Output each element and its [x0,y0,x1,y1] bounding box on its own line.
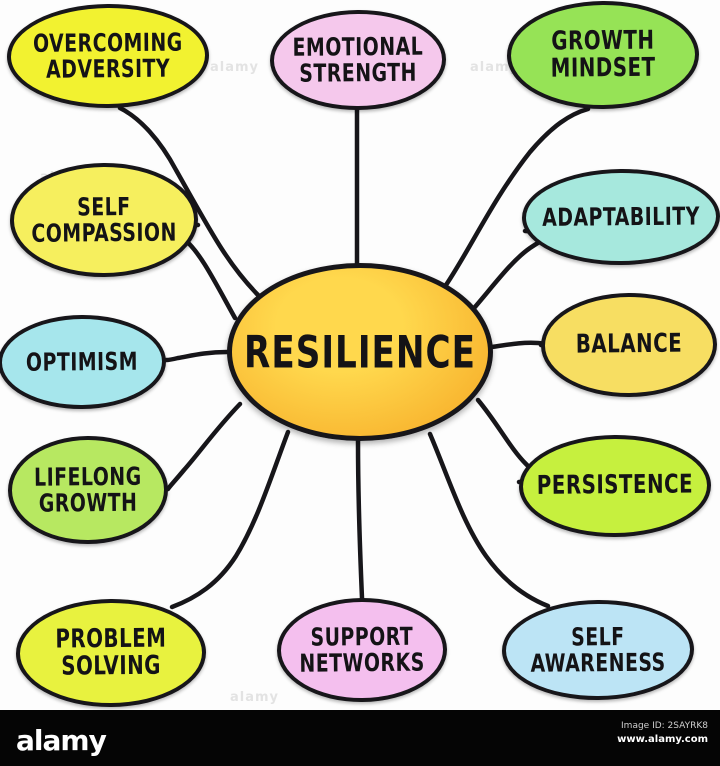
connector-resilience-to-optimism [163,349,230,363]
watermark-overlay: alamy [230,690,280,705]
mindmap-canvas: alamy alamy alamy alamy alamy alamy alam… [0,0,720,708]
image-id-label: Image ID: 2SAYRK8 [621,721,708,731]
connector-resilience-to-adaptability [465,228,550,318]
watermark-overlay: alamy [210,60,260,75]
node-label-resilience: RESILIENCE [244,325,476,378]
node-balance[interactable]: BALANCE [540,292,718,398]
connector-resilience-to-support-networks [355,438,365,601]
node-label-adaptability: ADAPTABILITY [542,202,700,232]
node-persistence[interactable]: PERSISTENCE [518,434,712,538]
alamy-logo: alamy [16,724,107,757]
connector-resilience-to-problem-solving [169,429,291,610]
node-optimism[interactable]: OPTIMISM [0,314,167,410]
node-adaptability[interactable]: ADAPTABILITY [521,168,720,266]
connector-resilience-to-lifelong-growth [165,401,243,492]
connector-resilience-to-balance [489,340,549,350]
node-label-persistence: PERSISTENCE [536,470,694,502]
connector-resilience-to-self-awareness [427,431,551,609]
node-label-balance: BALANCE [575,329,683,361]
watermark-meta: Image ID: 2SAYRK8 www.alamy.com [617,720,708,748]
node-label-optimism: OPTIMISM [25,347,139,377]
node-resilience[interactable]: RESILIENCE [227,263,493,441]
alamy-url-label[interactable]: www.alamy.com [617,734,708,746]
stock-watermark-bar: alamy Image ID: 2SAYRK8 www.alamy.com [0,710,720,766]
